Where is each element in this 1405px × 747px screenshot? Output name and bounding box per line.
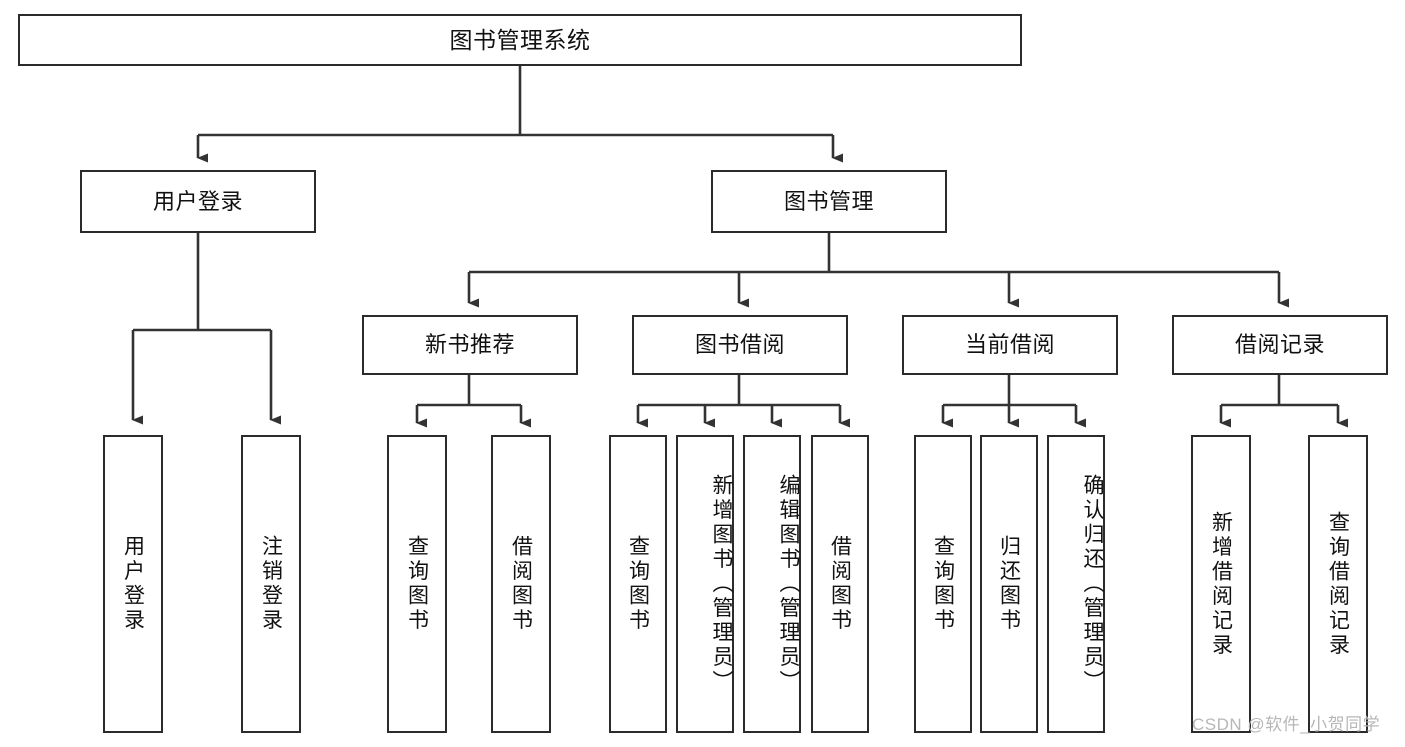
node-label: 注销登录 — [259, 535, 283, 633]
node-label: 图书借阅 — [694, 332, 785, 358]
node-label: 借阅图书 — [828, 535, 852, 633]
node-label: 查询借阅记录 — [1326, 510, 1350, 658]
node-label: 图书管理系统 — [449, 26, 591, 53]
leaf-confirm-return-admin[interactable]: 确认归还（管理员） — [1047, 435, 1105, 733]
leaf-logout[interactable]: 注销登录 — [241, 435, 301, 733]
leaf-add-borrow-record[interactable]: 新增借阅记录 — [1191, 435, 1251, 733]
node-book-management-system[interactable]: 图书管理系统 — [18, 14, 1022, 66]
leaf-query-book-current[interactable]: 查询图书 — [914, 435, 972, 733]
node-label: 查询图书 — [405, 535, 429, 633]
node-label: 新增图书（管理员） — [710, 473, 733, 695]
node-book-borrow[interactable]: 图书借阅 — [632, 315, 848, 375]
node-label: 查询图书 — [626, 535, 650, 633]
leaf-query-book-recommend[interactable]: 查询图书 — [387, 435, 447, 733]
node-new-book-recommend[interactable]: 新书推荐 — [362, 315, 578, 375]
leaf-edit-book-admin[interactable]: 编辑图书（管理员） — [743, 435, 801, 733]
node-label: 借阅图书 — [509, 535, 533, 633]
node-current-borrow[interactable]: 当前借阅 — [902, 315, 1118, 375]
node-label: 查询图书 — [931, 535, 955, 633]
node-label: 图书管理 — [783, 188, 874, 214]
node-borrow-record[interactable]: 借阅记录 — [1172, 315, 1388, 375]
node-label: 当前借阅 — [964, 332, 1055, 358]
leaf-query-book-borrow[interactable]: 查询图书 — [609, 435, 667, 733]
node-label: 新增借阅记录 — [1209, 510, 1233, 658]
leaf-user-login[interactable]: 用户登录 — [103, 435, 163, 733]
node-label: 新书推荐 — [424, 332, 515, 358]
leaf-add-book-admin[interactable]: 新增图书（管理员） — [676, 435, 734, 733]
node-label: 用户登录 — [121, 535, 145, 633]
leaf-borrow-book-recommend[interactable]: 借阅图书 — [491, 435, 551, 733]
csdn-watermark: CSDN @软件_小贺同学 — [1192, 715, 1381, 734]
leaf-borrow-book[interactable]: 借阅图书 — [811, 435, 869, 733]
leaf-query-borrow-record[interactable]: 查询借阅记录 — [1308, 435, 1368, 733]
leaf-return-book[interactable]: 归还图书 — [980, 435, 1038, 733]
node-book-management[interactable]: 图书管理 — [711, 170, 947, 233]
node-label: 确认归还（管理员） — [1081, 473, 1104, 695]
node-label: 用户登录 — [152, 188, 243, 214]
node-user-login[interactable]: 用户登录 — [80, 170, 316, 233]
node-label: 编辑图书（管理员） — [777, 473, 800, 695]
node-label: 归还图书 — [997, 535, 1021, 633]
node-label: 借阅记录 — [1234, 332, 1325, 358]
